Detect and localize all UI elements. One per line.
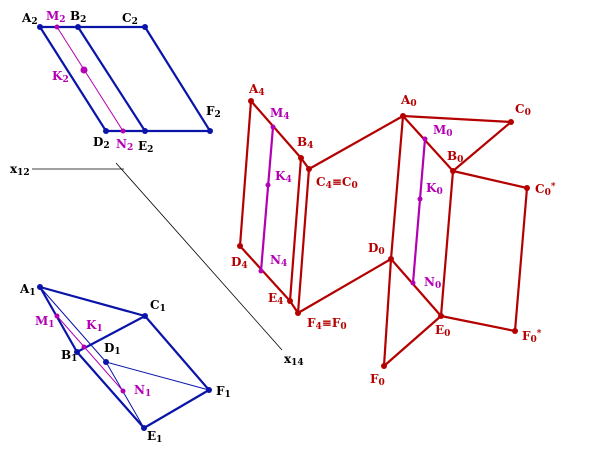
label-K2: K2 <box>52 69 69 85</box>
view-1-horizontal <box>37 284 212 431</box>
label-D1: D1 <box>104 341 121 357</box>
label-M2: M2 <box>46 9 66 25</box>
label-M4: M4 <box>270 106 290 122</box>
label-E2: E2 <box>138 139 153 155</box>
label-B4: B4 <box>297 135 313 151</box>
line-m4-n4 <box>259 126 275 272</box>
label-D0: D0 <box>368 241 385 257</box>
label-F1: F1 <box>216 384 231 400</box>
line-m2-n2 <box>56 26 124 132</box>
label-E4: E4 <box>268 291 283 307</box>
label-A2: A2 <box>21 11 38 27</box>
label-C0s: C0* <box>535 182 556 198</box>
label-D2: D2 <box>93 135 110 151</box>
label-E1: E1 <box>147 429 162 445</box>
label-B0: B0 <box>447 149 463 165</box>
view-2-frontal <box>37 24 213 134</box>
label-A1: A1 <box>19 282 36 298</box>
label-M1: M1 <box>35 314 55 330</box>
label-E0: E0 <box>435 323 450 339</box>
label-x12: x12 <box>10 162 30 178</box>
label-K0: K0 <box>426 181 443 197</box>
label-N1: N1 <box>134 383 151 399</box>
label-N0: N0 <box>424 275 441 291</box>
line-m0-n0 <box>411 138 427 284</box>
label-N4: N4 <box>270 253 287 269</box>
view-4-auxiliary <box>237 98 312 316</box>
label-F2: F2 <box>206 104 221 120</box>
label-F0s: F0* <box>522 329 542 345</box>
label-C2: C2 <box>122 11 138 27</box>
projection-axes <box>32 162 283 351</box>
label-C1: C1 <box>150 298 166 314</box>
line-m1-n1 <box>56 315 124 392</box>
label-x14: x14 <box>284 352 304 368</box>
label-A0: A0 <box>400 93 417 109</box>
view-0-rotated <box>297 113 530 369</box>
label-N2: N2 <box>116 137 133 153</box>
point-labels: A2 M2 B2 C2 K2 D2 N2 E2 F2 x12 x14 A1 M1… <box>10 9 556 445</box>
axis-x14 <box>115 162 283 351</box>
label-A4: A4 <box>248 82 265 98</box>
label-K4: K4 <box>275 169 292 185</box>
label-B1: B1 <box>61 348 77 364</box>
label-K1: K1 <box>86 318 103 334</box>
label-C4C0: C4≡C0 <box>316 175 358 191</box>
label-B2: B2 <box>70 9 86 25</box>
label-D4: D4 <box>231 255 248 271</box>
label-C0: C0 <box>515 102 531 118</box>
label-F4F0: F4≡F0 <box>307 316 347 332</box>
label-M0: M0 <box>433 123 453 139</box>
label-F0: F0 <box>370 372 385 388</box>
